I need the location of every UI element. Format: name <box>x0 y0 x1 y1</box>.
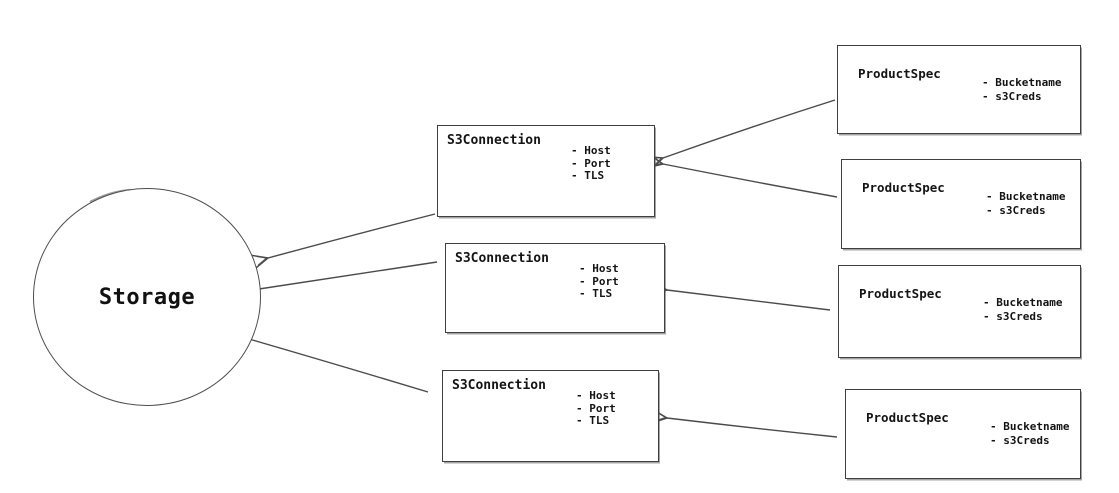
s3connection-node-1: S3Connection - Host - Port - TLS <box>437 125 655 217</box>
productspec-node-4: ProductSpec - Bucketname - s3Creds <box>845 389 1081 479</box>
attribute: - Bucketname <box>990 420 1070 433</box>
attribute: - s3Creds <box>990 434 1050 447</box>
s3connection-node-3: S3Connection - Host - Port - TLS <box>442 370 659 462</box>
attribute: - TLS <box>576 414 610 427</box>
node-attributes: - Host - Port - TLS <box>576 389 616 428</box>
node-attributes: - Host - Port - TLS <box>571 144 611 183</box>
storage-node: Storage <box>33 188 261 406</box>
node-attributes: - Bucketname - s3Creds <box>990 420 1069 448</box>
edge-s3connection1-storage <box>249 213 436 271</box>
attribute: - Bucketname <box>982 76 1062 89</box>
node-attributes: - Bucketname - s3Creds <box>983 296 1062 324</box>
attribute: - Host <box>571 144 611 157</box>
node-title: S3Connection <box>455 251 549 266</box>
productspec-node-1: ProductSpec - Bucketname - s3Creds <box>837 45 1081 134</box>
attribute: - s3Creds <box>983 310 1043 323</box>
edge-s3connection2-storage <box>241 261 438 300</box>
attribute: - Host <box>579 262 619 275</box>
node-attributes: - Bucketname - s3Creds <box>982 76 1061 104</box>
node-title: ProductSpec <box>866 410 949 425</box>
productspec-node-2: ProductSpec - Bucketname - s3Creds <box>841 159 1081 249</box>
attribute: - Port <box>571 156 611 170</box>
edge-productspec4-s3connection3 <box>649 407 838 438</box>
node-attributes: - Bucketname - s3Creds <box>986 190 1065 218</box>
edge-s3connection3-storage <box>230 326 429 393</box>
node-title: ProductSpec <box>859 286 942 301</box>
node-title: S3Connection <box>447 133 541 148</box>
attribute: - Port <box>576 401 616 415</box>
attribute: - TLS <box>571 169 605 182</box>
attribute: - TLS <box>579 287 613 300</box>
attribute: - s3Creds <box>982 90 1042 103</box>
node-title: ProductSpec <box>858 66 941 81</box>
attribute: - Port <box>579 274 619 288</box>
node-attributes: - Host - Port - TLS <box>579 262 619 301</box>
storage-label: Storage <box>98 284 196 310</box>
node-title: S3Connection <box>452 378 546 393</box>
edge-productspec2-s3connection1 <box>645 152 838 198</box>
node-title: ProductSpec <box>862 180 945 195</box>
edge-productspec3-s3connection2 <box>649 279 831 311</box>
attribute: - Bucketname <box>983 296 1063 309</box>
s3connection-node-2: S3Connection - Host - Port - TLS <box>445 243 665 333</box>
attribute: - Bucketname <box>986 190 1066 203</box>
productspec-node-3: ProductSpec - Bucketname - s3Creds <box>838 265 1081 358</box>
edge-productspec1-s3connection1 <box>644 99 836 172</box>
attribute: - s3Creds <box>986 204 1046 217</box>
attribute: - Host <box>576 389 616 402</box>
